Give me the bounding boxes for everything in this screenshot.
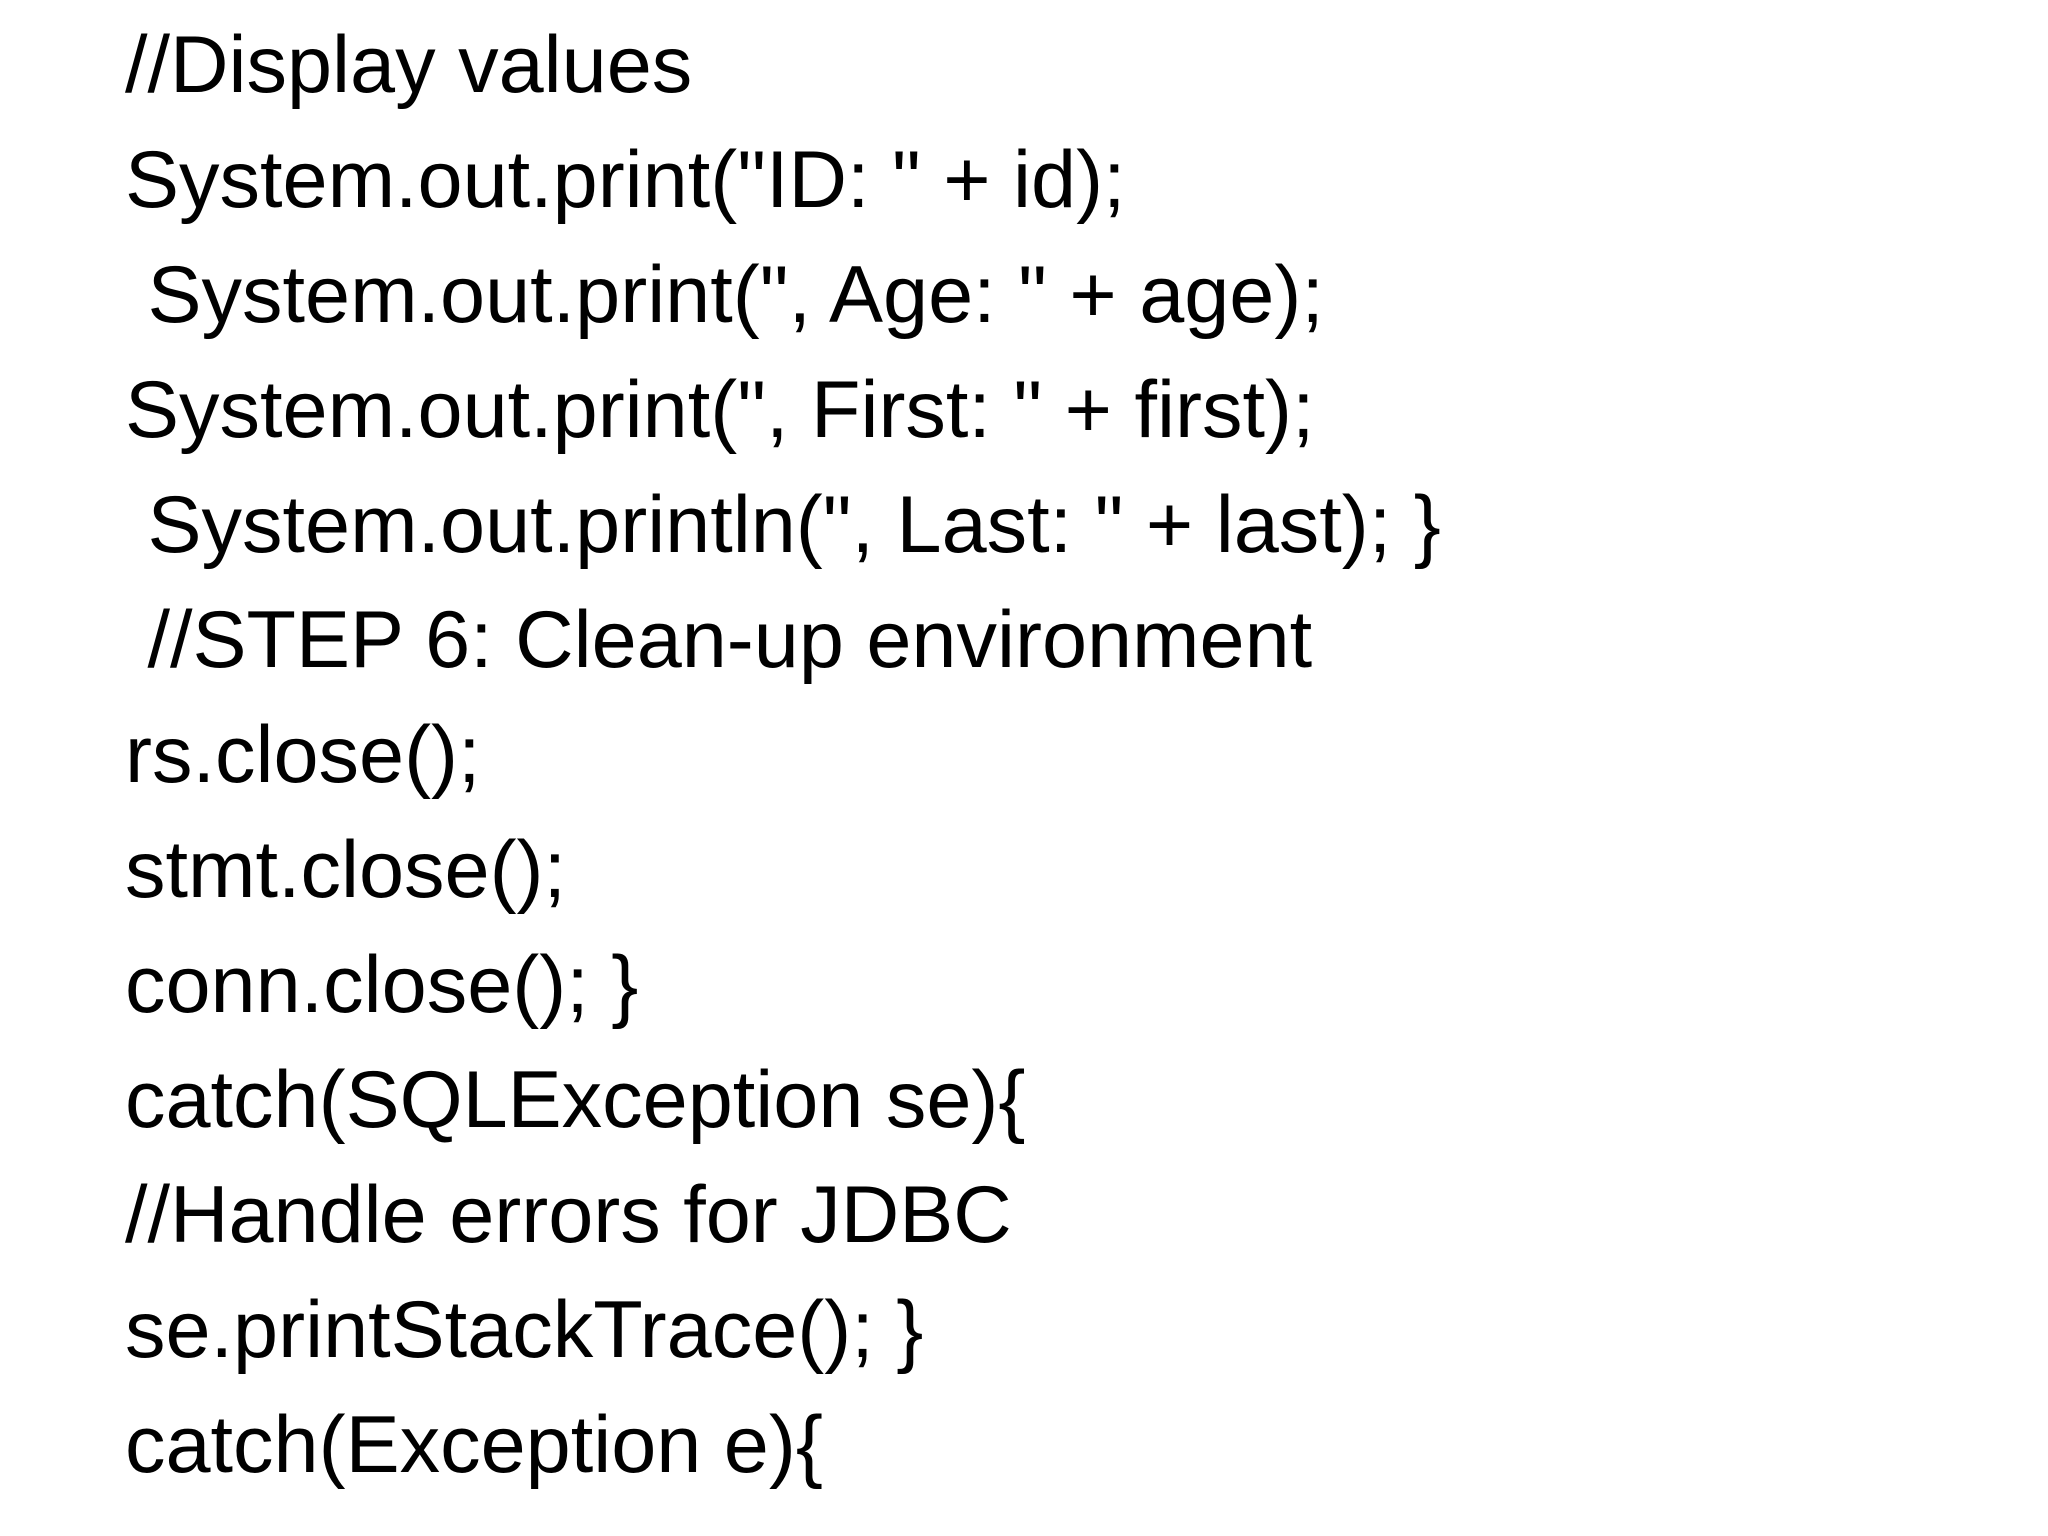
code-line: //Display values <box>125 20 693 110</box>
code-line: System.out.println(", Last: " + last); } <box>125 480 1441 570</box>
code-line: catch(Exception e){ <box>125 1400 823 1490</box>
code-line: stmt.close(); <box>125 825 567 915</box>
code-line: System.out.print("ID: " + id); <box>125 135 1126 225</box>
code-line: catch(SQLException se){ <box>125 1055 1026 1145</box>
code-line: //STEP 6: Clean-up environment <box>125 595 1313 685</box>
code-line: rs.close(); <box>125 710 481 800</box>
code-line: //Handle errors for JDBC <box>125 1170 1012 1260</box>
code-line: se.printStackTrace(); } <box>125 1285 924 1375</box>
code-line: conn.close(); } <box>125 940 639 1030</box>
code-line: System.out.print(", Age: " + age); <box>125 250 1324 340</box>
code-line: System.out.print(", First: " + first); <box>125 365 1315 455</box>
